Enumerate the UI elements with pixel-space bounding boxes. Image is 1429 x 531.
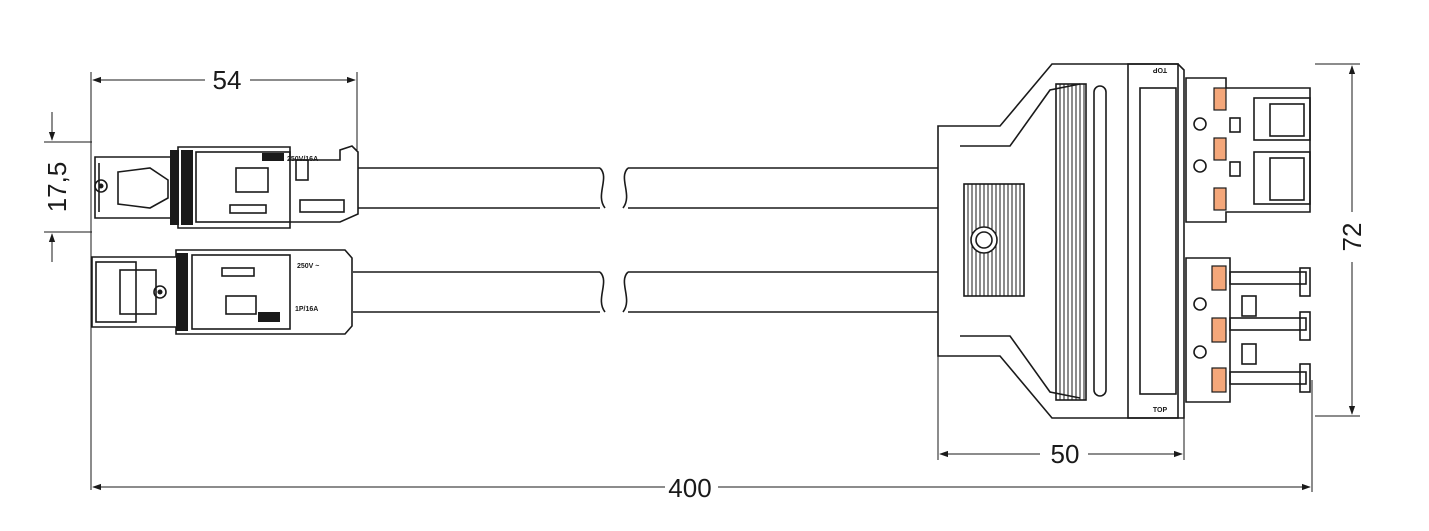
plug-upper: 250V/16A — [94, 145, 359, 229]
distribution-block: TOP TOP — [937, 63, 1185, 419]
dimension-17-5: 17,5 — [42, 112, 92, 262]
lower-rating-text: 1P/16A — [295, 306, 318, 313]
ribbed-grip — [1055, 83, 1107, 401]
cable-upper — [356, 167, 938, 209]
dimension-400: 400 — [92, 380, 1313, 503]
screw-icon — [970, 226, 998, 254]
dimension-72-label: 72 — [1337, 223, 1367, 252]
release-tab-1 — [1213, 87, 1227, 111]
release-tab-4 — [1211, 265, 1227, 291]
dimension-54: 54 — [90, 65, 358, 490]
dimension-72: 72 — [1315, 63, 1367, 417]
release-tab-5 — [1211, 317, 1227, 343]
lower-volt-text: 250V ~ — [297, 263, 319, 270]
release-tab-6 — [1211, 367, 1227, 393]
plug-lower: 250V ~ 1P/16A — [91, 249, 353, 335]
dimension-54-label: 54 — [213, 65, 242, 95]
dimension-50-label: 50 — [1051, 439, 1080, 469]
upper-rating-text: 250V/16A — [287, 156, 318, 163]
cable-lower — [353, 271, 938, 313]
dimension-400-label: 400 — [668, 473, 711, 503]
dimension-50: 50 — [937, 350, 1185, 469]
release-tab-3 — [1213, 187, 1227, 211]
socket-lower — [1185, 257, 1311, 403]
dimension-17-5-label: 17,5 — [42, 162, 72, 213]
top-label-upper: TOP — [1153, 66, 1168, 73]
top-label-lower: TOP — [1153, 407, 1168, 414]
release-tab-2 — [1213, 137, 1227, 161]
socket-upper — [1185, 77, 1311, 223]
